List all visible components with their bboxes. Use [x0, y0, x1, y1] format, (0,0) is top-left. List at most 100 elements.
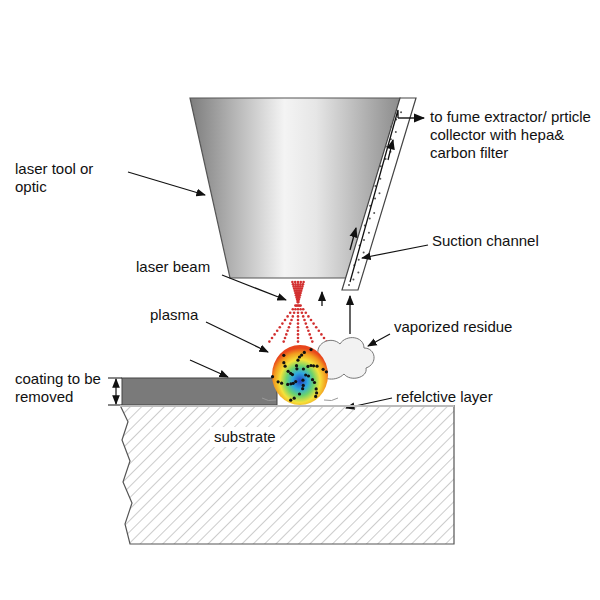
- particle: [348, 284, 350, 286]
- beam-dot: [302, 283, 305, 286]
- beam-dot: [305, 322, 308, 325]
- particle: [385, 145, 387, 147]
- leader-line: [190, 360, 228, 377]
- beam-dot: [310, 337, 313, 340]
- beam-dot: [299, 304, 302, 307]
- particle: [307, 374, 310, 377]
- particle: [277, 380, 280, 383]
- flow-arrow: [349, 296, 350, 334]
- beam-dot: [302, 315, 305, 318]
- beam-dot: [297, 301, 300, 304]
- particle: [293, 397, 296, 400]
- particle: [295, 364, 298, 367]
- dimension-arrow: [115, 379, 116, 404]
- coating-layer: [122, 378, 277, 405]
- plasma: [272, 345, 328, 405]
- leader-line: [128, 172, 205, 195]
- particle: [282, 361, 285, 364]
- leader-line: [368, 334, 390, 346]
- beam-dot: [301, 312, 304, 315]
- dimension-tick: [108, 378, 122, 379]
- beam-dot: [300, 281, 303, 284]
- beam-dot: [286, 315, 289, 318]
- particle: [380, 165, 382, 167]
- particle: [309, 364, 312, 367]
- particle: [271, 375, 274, 378]
- particle: [309, 348, 312, 351]
- beam-dot: [297, 330, 300, 333]
- label: laser beam: [136, 258, 256, 276]
- particle: [368, 232, 370, 234]
- particle: [303, 351, 306, 354]
- substrate-shape: [120, 405, 455, 545]
- beam-dot: [298, 298, 301, 301]
- beam-dot: [310, 319, 313, 322]
- label: Suction channel: [432, 232, 592, 250]
- node-label: substrate: [210, 427, 280, 447]
- particle: [298, 355, 301, 358]
- particle: [358, 259, 360, 261]
- flow-arrow: [398, 117, 424, 118]
- leader-line: [362, 245, 428, 258]
- beam-dot: [302, 281, 305, 284]
- particle: [280, 382, 283, 385]
- plasma-particles: [271, 348, 328, 402]
- beam-dot: [312, 322, 315, 325]
- beam-dot: [299, 292, 302, 295]
- particle: [313, 381, 316, 384]
- beam-dot: [299, 294, 302, 297]
- particle: [369, 217, 371, 219]
- particle: [301, 387, 304, 390]
- substrate-block: substrate: [120, 405, 455, 545]
- leader-line: [206, 322, 268, 352]
- beam-dot: [297, 301, 300, 304]
- particle: [301, 379, 304, 382]
- particle: [315, 387, 318, 390]
- particle: [291, 373, 294, 376]
- laser-beam: [268, 281, 328, 343]
- beam-dot: [286, 330, 289, 333]
- particle: [287, 370, 290, 373]
- particle: [306, 365, 309, 368]
- particle: [352, 279, 354, 281]
- beam-dot: [297, 340, 300, 343]
- beam-dot: [292, 315, 295, 318]
- particle: [357, 271, 359, 273]
- particle: [400, 111, 402, 113]
- beam-dot: [307, 330, 310, 333]
- beam-dot: [297, 298, 300, 301]
- beam-dot: [292, 283, 295, 286]
- beam-dot: [301, 287, 304, 290]
- label: coating to be removed: [15, 370, 133, 406]
- label: to fume extractor/ prticle collector wit…: [430, 108, 596, 162]
- beam-dot: [315, 326, 318, 329]
- particle: [304, 373, 307, 376]
- substrate-outline: [120, 405, 454, 544]
- particle: [373, 212, 375, 214]
- spatter: [262, 398, 338, 401]
- particle: [298, 392, 301, 395]
- beam-dot: [285, 333, 288, 336]
- beam-dot: [323, 337, 326, 340]
- beam-dot: [294, 308, 297, 311]
- beam-dot: [305, 312, 308, 315]
- beam-dot: [293, 312, 296, 315]
- beam-dot: [302, 308, 305, 311]
- beam-dot: [297, 326, 300, 329]
- particle: [395, 131, 397, 133]
- beam-dot: [271, 337, 274, 340]
- beam-dot: [301, 285, 304, 288]
- particle: [284, 365, 287, 368]
- suction-channel: [342, 98, 416, 290]
- label: laser tool or optic: [15, 160, 125, 196]
- beam-dot: [281, 322, 284, 325]
- particle: [315, 365, 318, 368]
- beam-dot: [308, 333, 311, 336]
- label: vaporized residue: [394, 318, 574, 336]
- leader-line: [222, 275, 286, 300]
- beam-dot: [288, 326, 291, 329]
- particle: [302, 384, 305, 387]
- particle: [315, 391, 318, 394]
- beam-dot: [284, 319, 287, 322]
- particle: [363, 252, 365, 254]
